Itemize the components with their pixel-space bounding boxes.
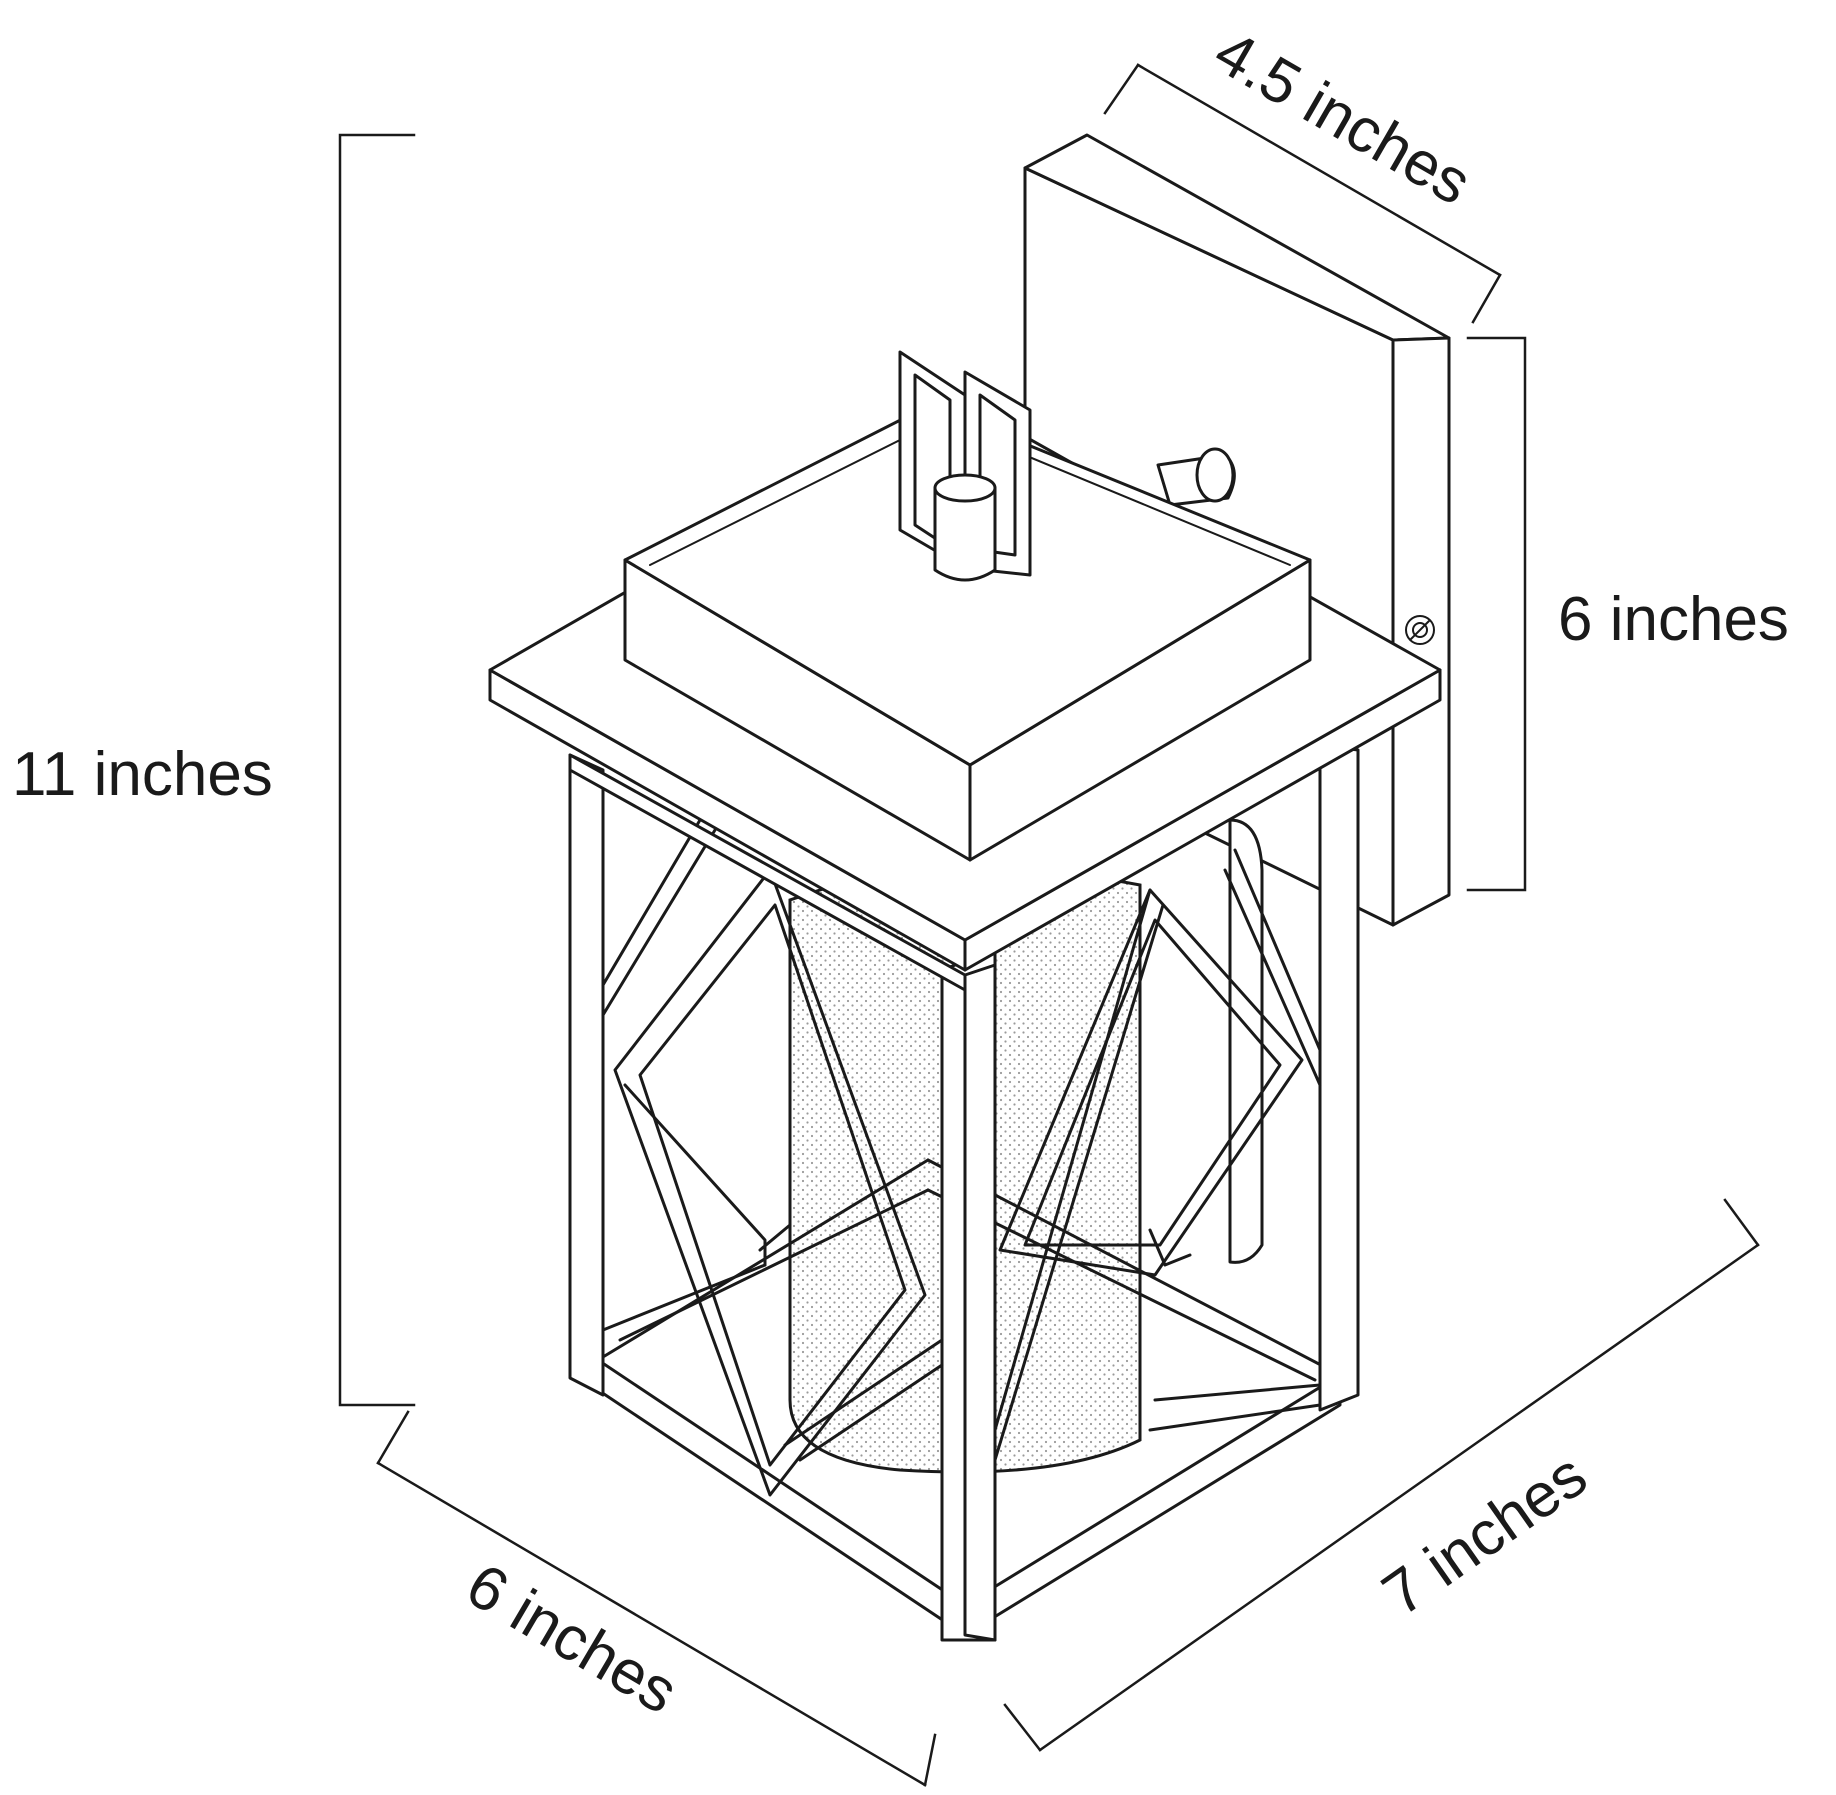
- dim-base-width: [376, 1410, 937, 1787]
- label-backplate-depth: 4.5 inches: [1203, 17, 1482, 218]
- lantern-finial-loop: [898, 350, 1032, 582]
- label-backplate-height: 6 inches: [1558, 585, 1789, 654]
- lantern-roof: [488, 398, 1442, 992]
- dim-backplate-depth: [1103, 63, 1502, 324]
- mounting-screw-icon: [1405, 615, 1435, 645]
- dim-height-overall: [338, 133, 416, 1407]
- mounting-arm: [1156, 447, 1236, 507]
- dim-backplate-height: [1466, 336, 1527, 892]
- dim-projection: [1003, 1198, 1760, 1752]
- label-projection: 7 inches: [1370, 1440, 1599, 1629]
- lantern-cage: [568, 743, 1360, 1642]
- label-height-overall: 11 inches: [12, 740, 273, 809]
